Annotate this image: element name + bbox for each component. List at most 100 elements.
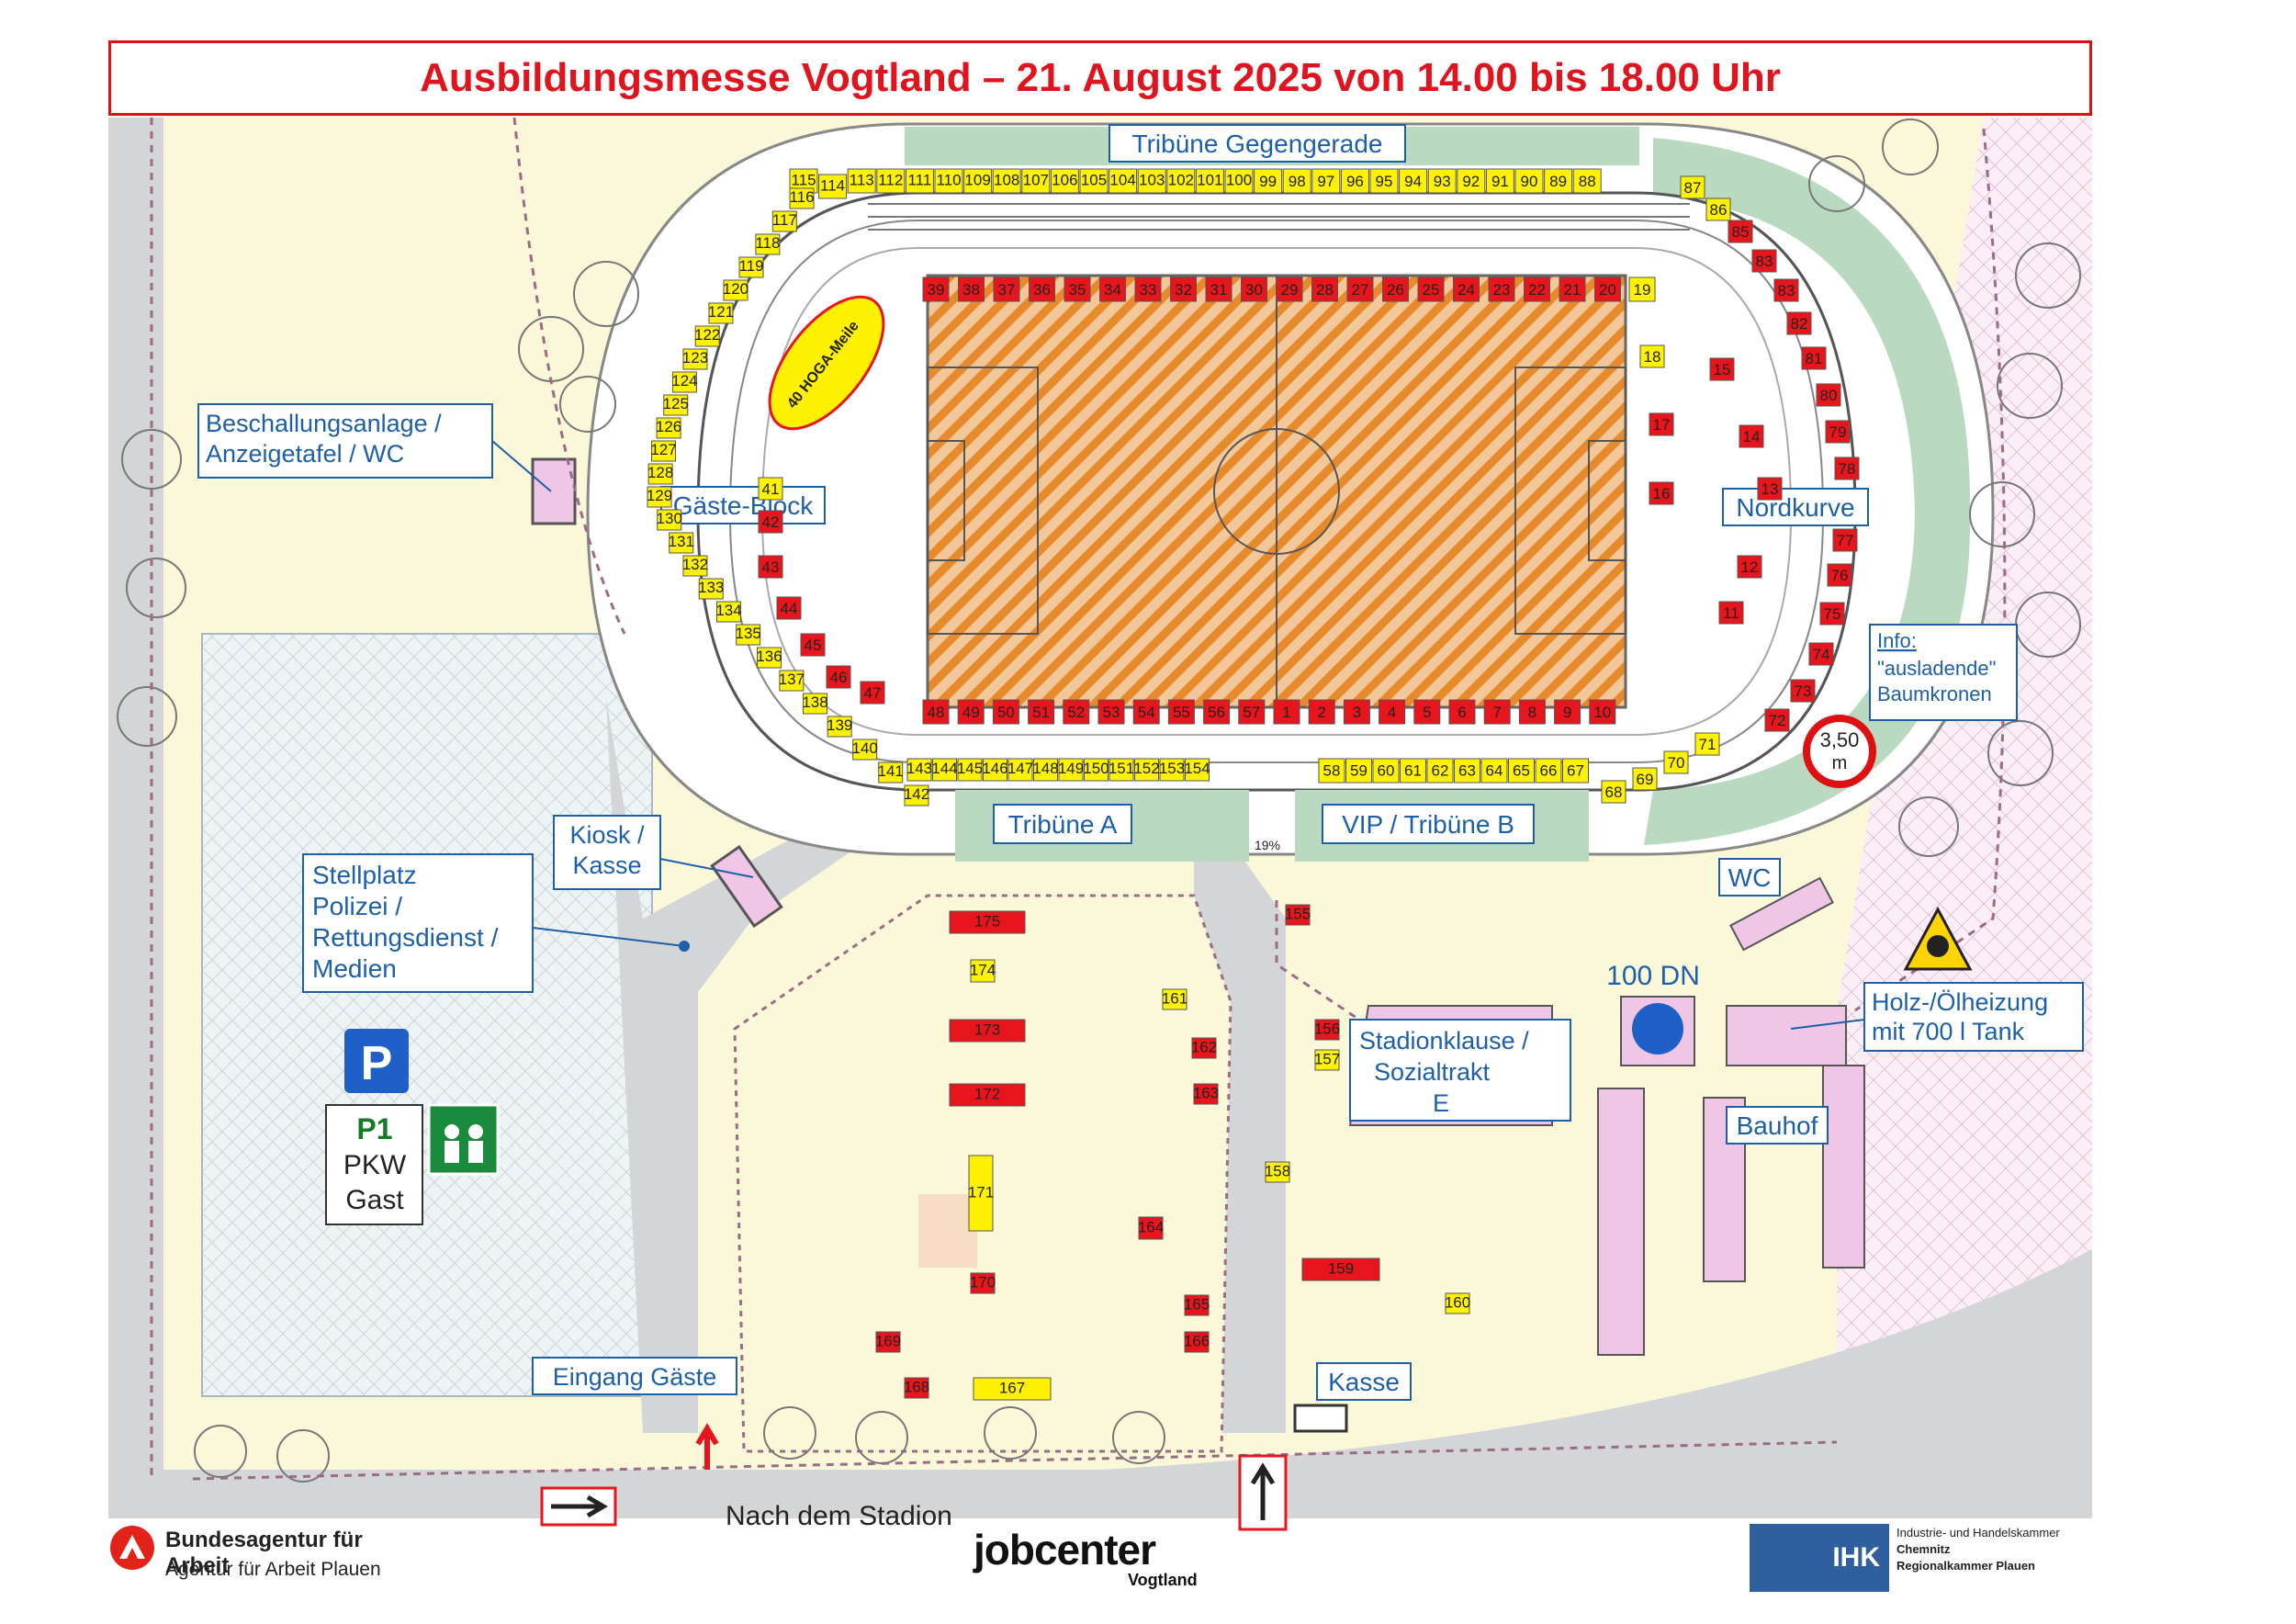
stand-77: 77: [1832, 528, 1858, 552]
stadionklause-label-2: Sozialtrakt: [1374, 1058, 1491, 1086]
stand-label: 47: [864, 684, 882, 702]
stand-label: 116: [789, 188, 814, 206]
stand-17: 17: [1649, 412, 1674, 436]
stand-33: 33: [1134, 276, 1162, 302]
stand-label: 95: [1376, 173, 1393, 190]
kiosk-label-1: Kiosk /: [569, 821, 645, 849]
track-lane: [728, 220, 1825, 763]
stand-label: 37: [998, 281, 1016, 299]
stand-label: 12: [1741, 558, 1759, 576]
stand-label: 27: [1352, 281, 1369, 299]
stand-129: 129: [647, 486, 672, 508]
stand-28: 28: [1311, 276, 1338, 302]
stand-label: 55: [1173, 704, 1190, 721]
stand-label: 164: [1138, 1219, 1164, 1236]
stand-label: 58: [1323, 761, 1341, 779]
jobcenter-sub: Vogtland: [1128, 1571, 1198, 1589]
stand-143: 143: [906, 758, 932, 782]
stand-175: 175: [949, 910, 1026, 934]
stand-104: 104: [1109, 168, 1138, 194]
fair-patch: [918, 1194, 977, 1268]
stand-label: 75: [1824, 605, 1841, 623]
stand-58: 58: [1318, 758, 1345, 784]
stand-116: 116: [789, 187, 815, 209]
stand-label: 26: [1387, 281, 1404, 299]
kasse-label: Kasse: [1328, 1368, 1400, 1396]
ihk-line-3: Regionalkammer Plauen: [1896, 1559, 2035, 1573]
kiosk-building: [710, 844, 783, 929]
stand-60: 60: [1372, 758, 1400, 784]
stand-label: 151: [1109, 760, 1134, 777]
stand-149: 149: [1058, 758, 1084, 782]
stand-16: 16: [1649, 481, 1674, 505]
stand-label: 28: [1316, 281, 1334, 299]
stand-38: 38: [958, 276, 985, 302]
stand-55: 55: [1167, 699, 1195, 725]
stand-171: 171: [968, 1155, 994, 1232]
stand-20: 20: [1594, 276, 1621, 302]
stand-117: 117: [772, 210, 797, 232]
stand-label: 108: [994, 171, 1019, 188]
stand-label: 56: [1208, 704, 1225, 721]
stand-30: 30: [1241, 276, 1267, 302]
stand-label: 166: [1184, 1333, 1210, 1350]
stand-label: 118: [755, 234, 780, 252]
stand-label: 18: [1644, 348, 1661, 366]
stand-160: 160: [1445, 1292, 1470, 1314]
stand-label: 160: [1445, 1294, 1470, 1312]
stand-164: 164: [1138, 1216, 1164, 1240]
stand-65: 65: [1508, 758, 1535, 784]
stand-74: 74: [1808, 642, 1834, 666]
stand-label: 132: [682, 556, 708, 573]
stand-161: 161: [1162, 988, 1187, 1010]
stand-label: 96: [1346, 173, 1364, 190]
stand-34: 34: [1099, 276, 1126, 302]
info-label-3: Baumkronen: [1877, 682, 1992, 705]
stand-119: 119: [738, 256, 764, 278]
eingang-label: Eingang Gäste: [553, 1363, 717, 1391]
stellplatz-label-4: Medien: [312, 954, 397, 983]
stand-label: 144: [931, 760, 957, 777]
stand-152: 152: [1133, 758, 1160, 782]
stand-label: 142: [904, 785, 929, 803]
hatched-zone-east: [1837, 118, 2092, 1396]
height-limit-sign: [1803, 715, 1876, 788]
assembly-people-icon: [445, 1124, 483, 1163]
stand-87: 87: [1680, 175, 1705, 199]
stand-label: 154: [1184, 760, 1210, 777]
stand-128: 128: [647, 463, 673, 485]
stand-label: 119: [738, 257, 763, 275]
stand-22: 22: [1524, 276, 1550, 302]
stand-90: 90: [1514, 168, 1544, 194]
stand-26: 26: [1382, 276, 1409, 302]
stand-label: 97: [1317, 173, 1334, 190]
stand-165: 165: [1184, 1294, 1210, 1316]
stand-label: 39: [928, 281, 945, 299]
title-banner: Ausbildungsmesse Vogtland – 21. August 2…: [108, 40, 2092, 116]
stand-label: 42: [762, 513, 780, 531]
wc-building: [1729, 876, 1834, 952]
page-title: Ausbildungsmesse Vogtland – 21. August 2…: [420, 55, 1781, 100]
stand-label: 15: [1714, 361, 1731, 378]
stand-132: 132: [682, 555, 708, 577]
stand-label: 68: [1605, 784, 1623, 801]
stand-label: 93: [1434, 173, 1451, 190]
stand-18: 18: [1639, 344, 1665, 368]
stand-125: 125: [663, 394, 689, 416]
kiosk-label-2: Kasse: [572, 851, 641, 879]
info-label-1: Info:: [1877, 629, 1917, 652]
stand-label: 153: [1159, 760, 1185, 777]
stand-label: 14: [1743, 428, 1761, 445]
stand-157: 157: [1314, 1049, 1340, 1071]
stand-14: 14: [1739, 424, 1764, 448]
stand-label: 54: [1138, 704, 1155, 721]
stand-label: 60: [1378, 761, 1395, 779]
stand-156: 156: [1314, 1019, 1340, 1041]
stand-127: 127: [650, 440, 677, 462]
stand-label: 34: [1104, 281, 1121, 299]
stand-label: 52: [1067, 704, 1085, 721]
stand-label: 59: [1350, 761, 1367, 779]
stand-label: 22: [1528, 281, 1546, 299]
stand-24: 24: [1453, 276, 1480, 302]
stand-53: 53: [1097, 699, 1125, 725]
